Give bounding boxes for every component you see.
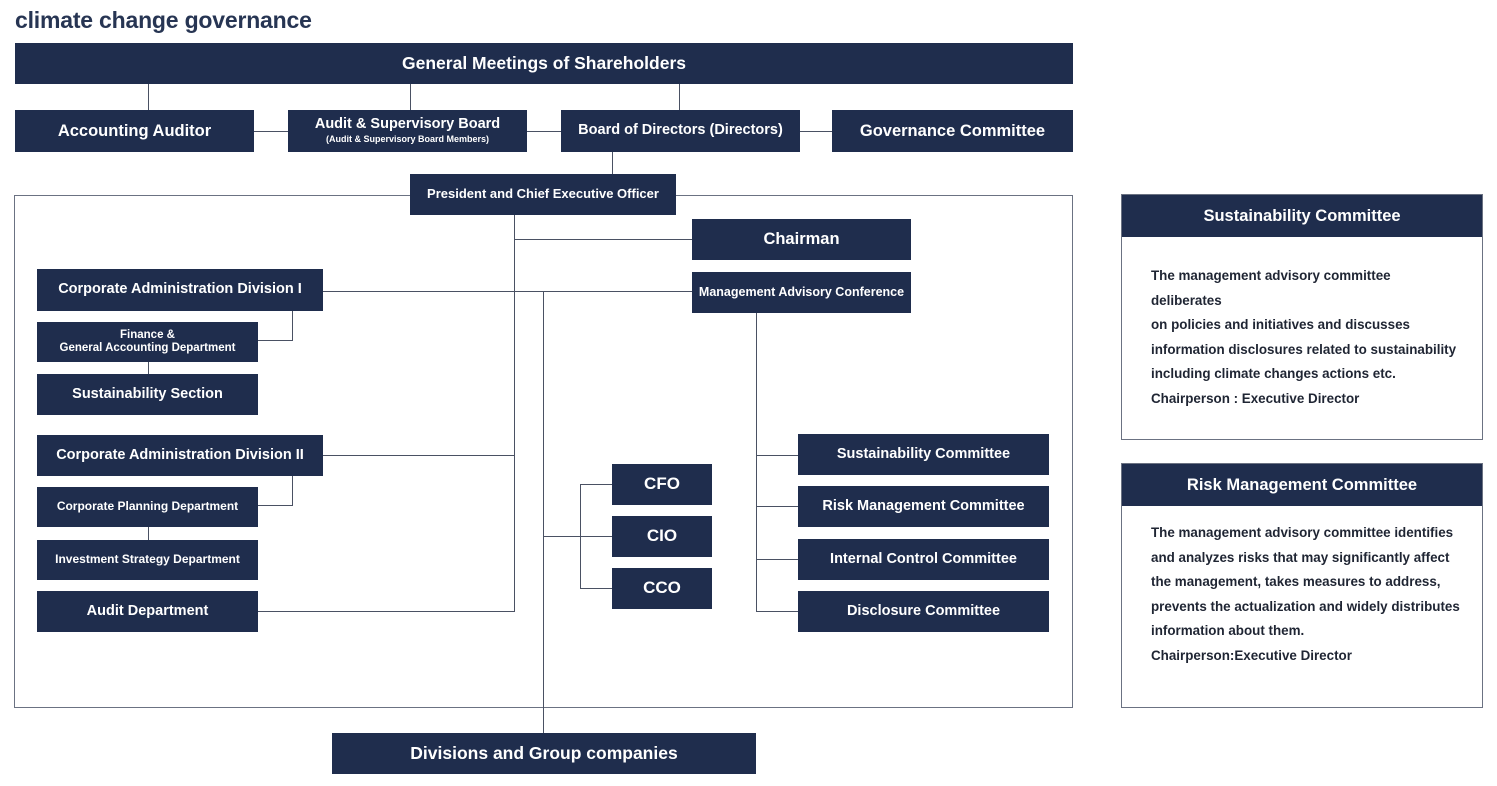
connector — [527, 131, 561, 133]
connector — [410, 84, 412, 110]
panel-text-line: prevents the actualization and widely di… — [1151, 598, 1460, 614]
cco-label: CCO — [643, 578, 681, 598]
audit-board-sub-label: (Audit & Supervisory Board Members) — [325, 134, 490, 145]
corp-admin-2-label: Corporate Administration Division II — [56, 446, 304, 463]
chairman-box: Chairman — [692, 219, 911, 260]
connector — [148, 527, 150, 540]
connector — [148, 362, 150, 374]
panel-text-line: the management, takes measures to addres… — [1151, 574, 1441, 590]
corp-planning-box: Corporate Planning Department — [37, 487, 258, 527]
finance-box: Finance & General Accounting Department — [37, 322, 258, 362]
sustainability-section-box: Sustainability Section — [37, 374, 258, 415]
connector — [148, 84, 150, 110]
cco-box: CCO — [612, 568, 712, 609]
risk-committee-box: Risk Management Committee — [798, 486, 1049, 527]
panel-text-line: information disclosures related to susta… — [1151, 341, 1457, 357]
connector — [258, 611, 514, 613]
risk-committee-label: Risk Management Committee — [822, 497, 1025, 514]
board-of-directors-box: Board of Directors (Directors) — [561, 110, 800, 152]
panel-text-line: on policies and initiatives and discusse… — [1151, 317, 1410, 333]
sustainability-committee-box: Sustainability Committee — [798, 434, 1049, 475]
panel-text-line: information about them. — [1151, 623, 1305, 639]
chairman-label: Chairman — [763, 230, 840, 249]
investment-strategy-label: Investment Strategy Department — [55, 552, 240, 567]
governance-committee-label: Governance Committee — [859, 121, 1046, 140]
panel-text-line: The management advisory committee identi… — [1151, 525, 1454, 540]
connector — [756, 455, 798, 457]
management-advisory-box: Management Advisory Conference — [692, 272, 911, 313]
board-of-directors-label: Board of Directors (Directors) — [578, 122, 783, 139]
finance-label-line1: Finance & — [120, 329, 175, 342]
panel-text-line: The management advisory committee delibe… — [1151, 268, 1391, 308]
connector — [254, 131, 288, 133]
connector — [612, 152, 614, 174]
investment-strategy-box: Investment Strategy Department — [37, 540, 258, 580]
connector — [543, 536, 581, 538]
corp-admin-2-box: Corporate Administration Division II — [37, 435, 323, 476]
connector — [800, 131, 832, 133]
connector — [756, 313, 758, 612]
risk-panel-body: The management advisory committee identi… — [1151, 521, 1462, 669]
audit-department-label: Audit Department — [86, 602, 209, 619]
connector — [756, 559, 798, 561]
risk-panel-heading: Risk Management Committee — [1122, 464, 1482, 506]
divisions-label: Divisions and Group companies — [410, 742, 678, 763]
audit-board-box: Audit & Supervisory Board (Audit & Super… — [288, 110, 527, 152]
accounting-auditor-box: Accounting Auditor — [15, 110, 254, 152]
connector — [580, 484, 612, 486]
audit-board-label: Audit & Supervisory Board — [314, 116, 501, 133]
sustainability-panel: Sustainability Committee The management … — [1121, 194, 1483, 440]
connector — [756, 506, 798, 508]
panel-text-line: Chairperson:Executive Director — [1151, 647, 1352, 663]
internal-control-label: Internal Control Committee — [830, 550, 1017, 567]
divisions-box: Divisions and Group companies — [332, 733, 756, 774]
connector — [580, 588, 612, 590]
cio-box: CIO — [612, 516, 712, 557]
audit-department-box: Audit Department — [37, 591, 258, 632]
connector — [292, 476, 294, 506]
sustainability-panel-heading: Sustainability Committee — [1122, 195, 1482, 237]
governance-committee-box: Governance Committee — [832, 110, 1073, 152]
corp-admin-1-box: Corporate Administration Division I — [37, 269, 323, 311]
risk-panel-title: Risk Management Committee — [1186, 475, 1418, 494]
cfo-label: CFO — [644, 474, 680, 494]
shareholders-label: General Meetings of Shareholders — [402, 52, 686, 73]
sustainability-committee-label: Sustainability Committee — [836, 445, 1011, 462]
connector — [258, 340, 293, 342]
connector — [323, 291, 692, 293]
connector — [258, 505, 293, 507]
internal-control-box: Internal Control Committee — [798, 539, 1049, 580]
president-box: President and Chief Executive Officer — [410, 174, 676, 215]
sustainability-section-label: Sustainability Section — [72, 385, 223, 402]
connector — [679, 84, 681, 110]
panel-text-line: including climate changes actions etc. — [1151, 366, 1396, 382]
cfo-box: CFO — [612, 464, 712, 505]
corp-planning-label: Corporate Planning Department — [56, 499, 239, 514]
sustainability-panel-body: The management advisory committee delibe… — [1151, 264, 1462, 412]
connector — [514, 215, 516, 612]
connector — [292, 311, 294, 341]
finance-label-line2: General Accounting Department — [59, 342, 236, 354]
panel-text-line: Chairperson : Executive Director — [1151, 390, 1360, 406]
connector — [756, 611, 798, 613]
connector — [580, 536, 612, 538]
disclosure-committee-box: Disclosure Committee — [798, 591, 1049, 632]
connector — [323, 455, 514, 457]
shareholders-box: General Meetings of Shareholders — [15, 43, 1073, 84]
accounting-auditor-label: Accounting Auditor — [57, 121, 212, 140]
cio-label: CIO — [646, 526, 678, 546]
connector — [543, 291, 545, 734]
management-advisory-label: Management Advisory Conference — [698, 284, 905, 299]
corp-admin-1-label: Corporate Administration Division I — [58, 281, 302, 298]
page-title: climate change governance — [15, 7, 312, 33]
risk-panel: Risk Management Committee The management… — [1121, 463, 1483, 708]
president-label: President and Chief Executive Officer — [427, 186, 659, 202]
sustainability-panel-title: Sustainability Committee — [1203, 206, 1401, 225]
panel-text-line: and analyzes risks that may significantl… — [1151, 549, 1450, 565]
connector — [514, 239, 692, 241]
disclosure-committee-label: Disclosure Committee — [846, 602, 1001, 619]
